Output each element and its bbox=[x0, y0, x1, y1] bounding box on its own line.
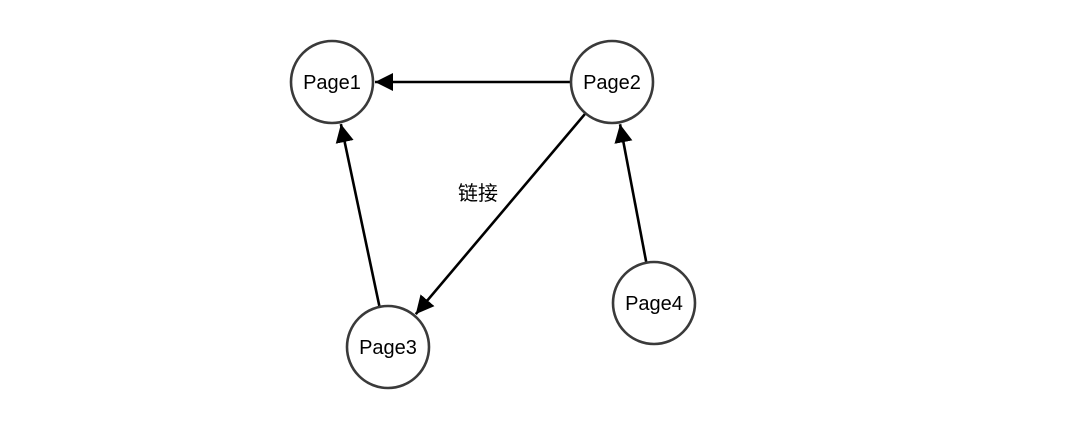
node-page3-label: Page3 bbox=[359, 337, 417, 359]
node-page4[interactable]: Page4 bbox=[611, 260, 697, 346]
node-page4-label: Page4 bbox=[625, 293, 683, 315]
node-page4-circle bbox=[611, 260, 697, 346]
edges bbox=[335, 72, 648, 315]
node-page2-circle bbox=[569, 39, 655, 125]
edge-page2-to-page3 bbox=[414, 113, 586, 315]
node-page2[interactable]: Page2 bbox=[569, 39, 655, 125]
nodes: Page1 Page2 Page3 Page4 bbox=[289, 39, 697, 390]
node-page3[interactable]: Page3 bbox=[345, 304, 431, 390]
node-page1-label: Page1 bbox=[303, 72, 361, 94]
node-page1-circle bbox=[289, 39, 375, 125]
edge-page3-to-page1 bbox=[335, 123, 381, 307]
edge-page4-to-page2 bbox=[614, 124, 648, 262]
edge-label-link: 链接 bbox=[458, 181, 498, 205]
node-page3-circle bbox=[345, 304, 431, 390]
edge-label-background bbox=[452, 178, 504, 208]
node-page2-label: Page2 bbox=[583, 72, 641, 94]
node-page1[interactable]: Page1 bbox=[289, 39, 375, 125]
edge-label-group: 链接 bbox=[452, 178, 504, 208]
